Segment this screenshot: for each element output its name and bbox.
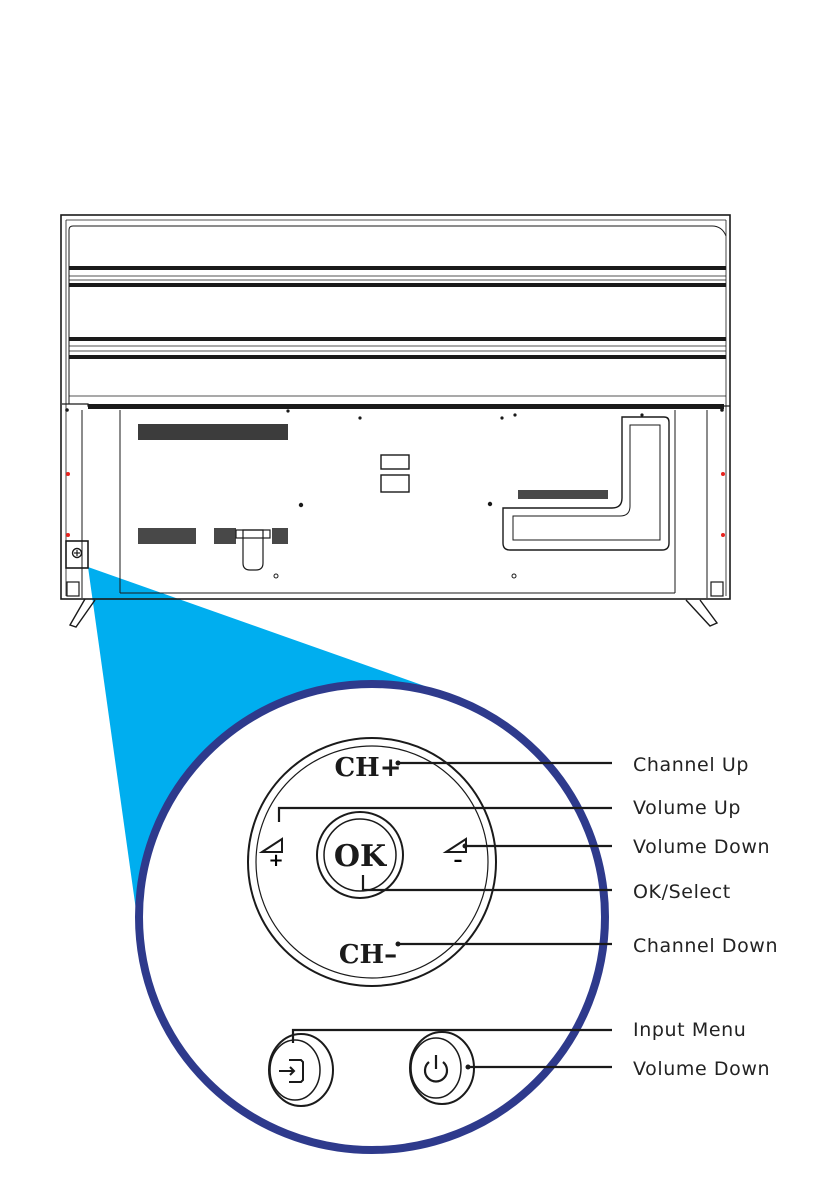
callout-channel-up: Channel Up	[633, 754, 749, 776]
tv-rear-panel	[61, 215, 730, 627]
ch-down-button[interactable]: CH–	[339, 940, 397, 970]
callout-ok-select: OK/Select	[633, 881, 731, 903]
ok-button-label: OK	[334, 839, 387, 874]
vent-grille-left-3	[272, 528, 288, 544]
label-box-2	[381, 475, 409, 492]
callout-input-menu: Input Menu	[633, 1019, 746, 1041]
vent-grille-left-1	[138, 528, 196, 544]
tv-upper-panel	[69, 226, 726, 236]
stand-foot-left	[70, 599, 95, 627]
ch-up-button[interactable]: CH+	[334, 753, 401, 783]
cable-bracket	[243, 530, 263, 570]
callout-channel-down: Channel Down	[633, 935, 778, 957]
label-box-1	[381, 455, 409, 469]
connector-panel	[503, 417, 669, 550]
vent-grille-left-2	[214, 528, 236, 544]
callout-power: Volume Down	[633, 1058, 770, 1080]
vent-grille-right	[518, 490, 608, 499]
callout-volume-down: Volume Down	[633, 836, 770, 858]
callout-volume-up: Volume Up	[633, 797, 741, 819]
volume-up-symbol: +	[268, 850, 283, 871]
stand-foot-right	[686, 600, 717, 626]
red-markers	[66, 472, 725, 537]
vent-grille-top	[138, 424, 288, 440]
volume-down-symbol: –	[454, 850, 463, 871]
